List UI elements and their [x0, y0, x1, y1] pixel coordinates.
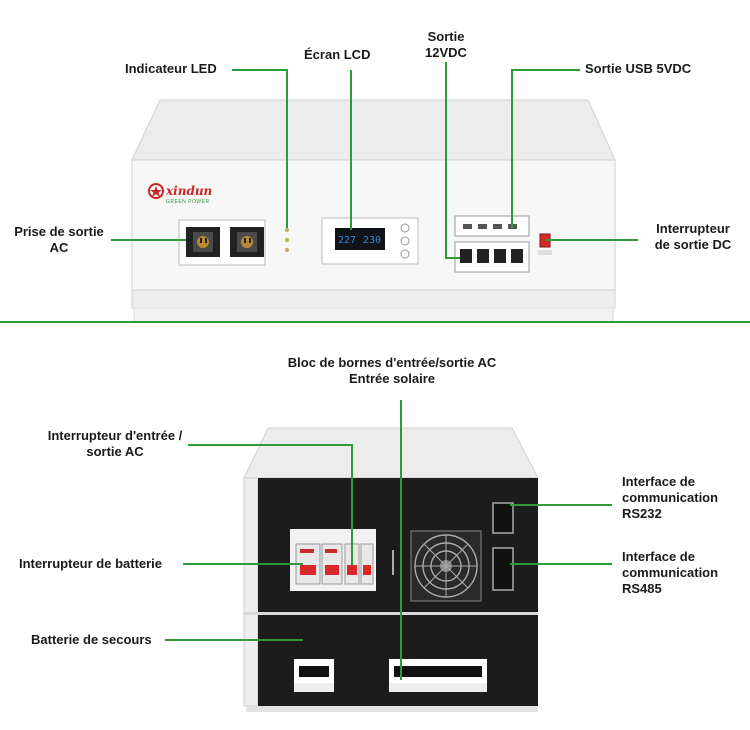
label-ac-socket-line2: AC — [49, 240, 69, 255]
label-rs232-line1: Interface de — [622, 474, 695, 489]
dc12-output-strip — [454, 241, 530, 273]
battery-terminal — [294, 659, 334, 692]
lcd-module: 227 230 — [321, 217, 419, 265]
brand-logo: xindun GREEN POWER — [148, 183, 212, 205]
label-dc12-output: Sortie 12VDC — [413, 29, 479, 61]
label-battery-switch: Interrupteur de batterie — [19, 556, 163, 571]
dc-output-switch — [538, 233, 552, 255]
brand-tagline: GREEN POWER — [166, 199, 210, 205]
rs485-port — [492, 547, 514, 591]
rs232-port — [492, 502, 514, 534]
label-usb-output: Sortie USB 5VDC — [585, 61, 692, 76]
ac-socket-panel — [178, 219, 266, 266]
front-unit: xindun GREEN POWER 227 230 — [131, 99, 616, 323]
leader-dc12 — [445, 62, 460, 259]
label-dc12-line1: Sortie — [427, 29, 465, 44]
rear-unit — [243, 427, 539, 712]
ac-terminal-block — [389, 659, 487, 692]
label-rs232-line3: RS232 — [622, 506, 662, 521]
lcd-left-value: 227 — [338, 235, 356, 246]
label-rs232: Interface de communication RS232 — [622, 474, 718, 522]
breaker-module — [290, 529, 376, 591]
label-rs485-line3: RS485 — [622, 581, 662, 596]
leader-usb — [511, 69, 580, 228]
label-rs485-line1: Interface de — [622, 549, 695, 564]
label-rs232-line2: communication — [622, 490, 719, 505]
label-lcd-screen: Écran LCD — [304, 47, 371, 62]
label-ac-terminal-block: Bloc de bornes d'entrée/sortie AC Entrée… — [270, 355, 514, 387]
label-terminal-line2: Entrée solaire — [349, 371, 435, 386]
label-backup-battery: Batterie de secours — [31, 632, 152, 647]
label-terminal-line1: Bloc de bornes d'entrée/sortie AC — [287, 355, 497, 370]
label-ac-socket-line1: Prise de sortie — [14, 224, 104, 239]
label-io-switch: Interrupteur d'entrée / sortie AC — [40, 428, 190, 460]
label-dc-switch-line2: de sortie DC — [654, 237, 732, 252]
brand-name: xindun — [165, 184, 212, 198]
led-indicators — [284, 227, 290, 253]
label-dc-switch-line1: Interrupteur — [656, 221, 730, 236]
label-io-switch-line2: sortie AC — [86, 444, 144, 459]
leader-io-switch — [188, 444, 353, 565]
label-io-switch-line1: Interrupteur d'entrée / — [47, 428, 183, 443]
label-rs485-line2: communication — [622, 565, 719, 580]
usb-port-strip — [454, 215, 530, 237]
label-dc12-line2: 12VDC — [425, 45, 467, 60]
lcd-right-value: 230 — [363, 235, 381, 246]
label-ac-socket: Prise de sortie AC — [4, 224, 114, 256]
leader-led — [232, 69, 288, 228]
leader-lines — [0, 62, 750, 680]
cooling-fan — [410, 530, 482, 602]
label-rs485: Interface de communication RS485 — [622, 549, 718, 597]
label-led-indicator: Indicateur LED — [125, 61, 217, 76]
label-dc-switch: Interrupteur de sortie DC — [641, 221, 745, 253]
